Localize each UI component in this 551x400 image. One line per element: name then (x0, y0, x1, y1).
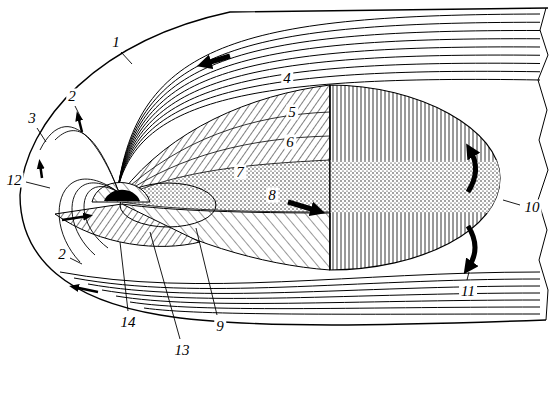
callout-number: 3 (26, 111, 38, 126)
callout-number: 8 (266, 188, 278, 203)
field-line (144, 308, 540, 314)
callout-number: 6 (284, 135, 296, 150)
callout-number: 5 (286, 105, 298, 120)
callout-number: 13 (173, 343, 192, 358)
callout-number: 7 (234, 165, 246, 180)
callout-number: 2 (66, 89, 78, 104)
callout-number: 11 (459, 284, 477, 299)
callout-number: 9 (214, 319, 226, 334)
callout-number: 4 (281, 71, 293, 86)
field-line (60, 272, 540, 284)
callout-number: 2 (56, 247, 68, 262)
callout-number: 10 (523, 200, 542, 215)
field-line (130, 302, 540, 309)
callout-number: 1 (110, 35, 122, 50)
callout-number: 14 (119, 315, 138, 330)
callout-number: 12 (5, 173, 24, 188)
